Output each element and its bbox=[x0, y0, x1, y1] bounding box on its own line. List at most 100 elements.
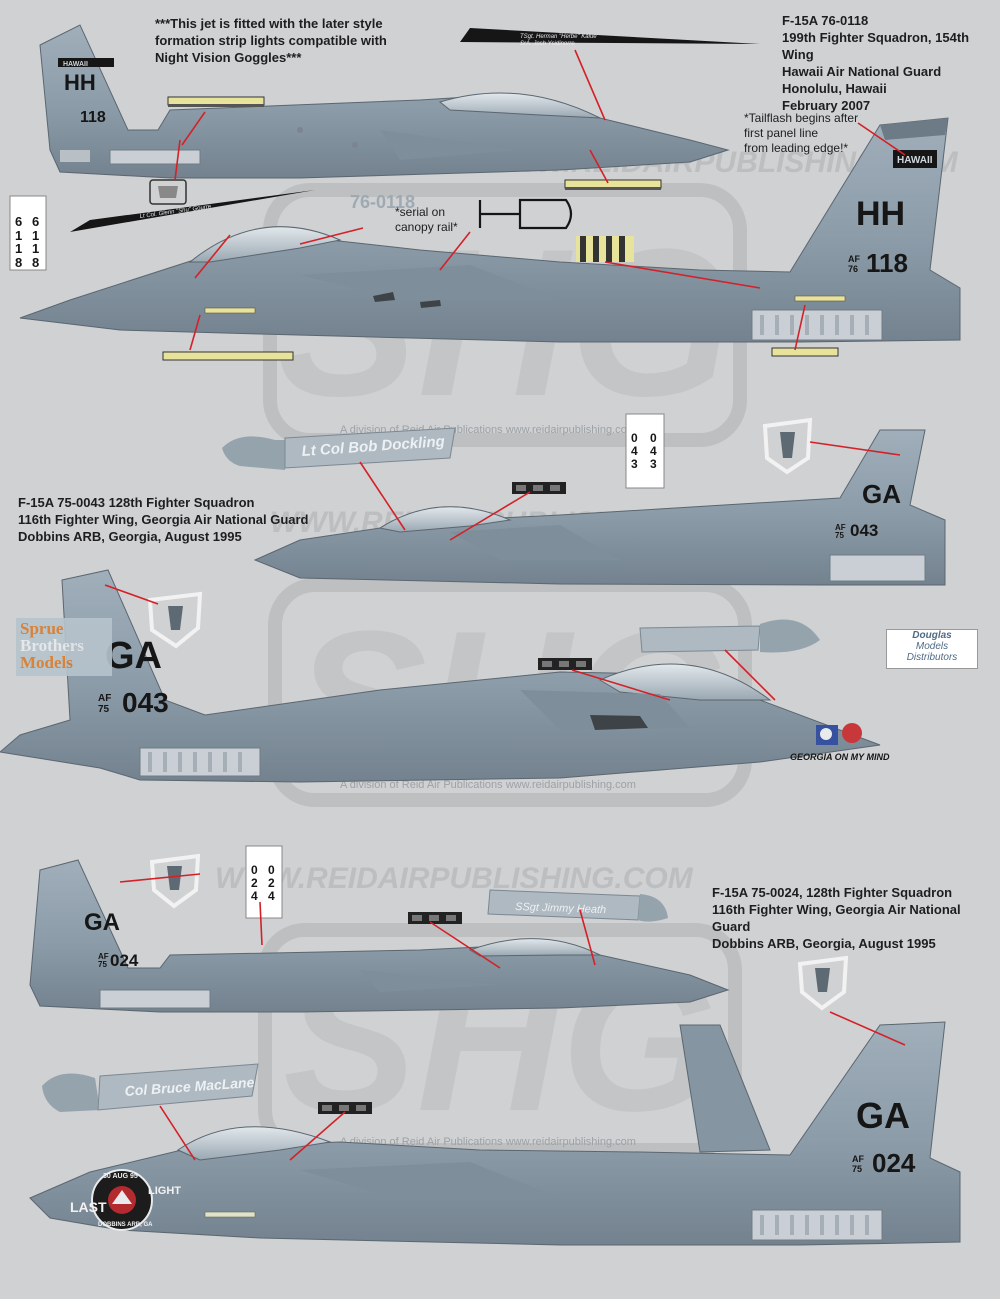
svg-text:0: 0 bbox=[268, 863, 275, 877]
svg-text:4: 4 bbox=[251, 889, 258, 903]
svg-text:3: 3 bbox=[650, 457, 657, 471]
sprue-line3: Models bbox=[20, 653, 73, 672]
jet-1-canopy-serial: 76-0118 bbox=[350, 192, 415, 212]
formation-strip-5 bbox=[162, 351, 294, 361]
svg-text:3: 3 bbox=[631, 457, 638, 471]
jet-3-callouts bbox=[119, 873, 906, 1161]
svg-text:6: 6 bbox=[15, 214, 22, 229]
jet-3-nose-title: LAST bbox=[70, 1199, 107, 1215]
sprue-brothers-badge: Sprue Brothers Models bbox=[16, 618, 112, 676]
jet-3-small-tail-code: GA bbox=[84, 909, 120, 936]
jet-2-nose-art-text: GEORGIA ON MY MIND bbox=[790, 752, 890, 762]
jet-1-caption: F-15A 76-0118 199th Fighter Squadron, 15… bbox=[782, 13, 970, 113]
svg-text:AF: AF bbox=[98, 693, 111, 704]
jet-2-small-serial: 043 bbox=[850, 521, 878, 540]
jet-1-nvg-note: ***This jet is fitted with the later sty… bbox=[155, 16, 387, 65]
svg-text:AF: AF bbox=[835, 523, 846, 532]
jet-1-state-crest bbox=[149, 179, 187, 205]
sprue-line2: Brothers bbox=[20, 636, 84, 655]
jet-1-small-serial: 118 bbox=[80, 109, 106, 126]
jet-3-nose-title-2: LIGHT bbox=[148, 1185, 181, 1197]
jet-1-small-profile: HAWAII HH 118 bbox=[39, 24, 730, 179]
svg-text:0: 0 bbox=[650, 431, 657, 445]
jet-2-small-profile: GA 043 AF 75 bbox=[253, 429, 946, 586]
jet-2-large-stencils bbox=[538, 658, 592, 670]
jet-1-small-tail-code: HH bbox=[64, 70, 96, 95]
formation-strip-2 bbox=[168, 104, 264, 107]
jet-1-large-profile: HAWAII HH 118 AF 76 bbox=[19, 117, 961, 343]
url-watermark-3: WWW.REIDAIRPUBLISHING.COM bbox=[215, 862, 694, 895]
svg-text:0: 0 bbox=[251, 863, 258, 877]
sprue-line1: Sprue bbox=[20, 619, 64, 638]
svg-text:4: 4 bbox=[268, 889, 275, 903]
jet-2-large-tail-code: GA bbox=[105, 635, 162, 677]
tailflash-stripes bbox=[576, 236, 634, 262]
jet-3-large-tail-code: GA bbox=[856, 1095, 910, 1136]
svg-text:8: 8 bbox=[15, 255, 22, 270]
jet-1-small-tail-band: HAWAII bbox=[63, 61, 88, 68]
jet-2-large-crest bbox=[147, 591, 203, 649]
svg-text:6: 6 bbox=[32, 214, 39, 229]
jet-1-canopy-rail-note: *serial on canopy rail* bbox=[395, 205, 458, 234]
douglas-line3: Distributors bbox=[906, 652, 958, 663]
formation-strip-1 bbox=[167, 96, 265, 106]
svg-text:4: 4 bbox=[650, 444, 657, 458]
jet-1-large-serial: 118 bbox=[866, 248, 908, 278]
jet-3-caption: F-15A 75-0024, 128th Fighter Squadron 11… bbox=[712, 885, 961, 951]
jet-2-eagle-panel-right bbox=[639, 619, 820, 653]
jet-1-tailflash-note: *Tailflash begins after first panel line… bbox=[744, 111, 859, 155]
svg-text:1: 1 bbox=[32, 241, 39, 256]
jet-3-pilot-eagle-panel: Col Bruce MacLane bbox=[42, 1063, 259, 1112]
svg-text:1: 1 bbox=[15, 228, 22, 243]
douglas-line1: Douglas bbox=[912, 630, 952, 641]
svg-text:75: 75 bbox=[835, 531, 844, 540]
svg-text:2: 2 bbox=[268, 876, 275, 890]
svg-text:75: 75 bbox=[98, 960, 107, 969]
jet-3-nose-base: DOBBINS ARB, GA bbox=[98, 1222, 153, 1228]
svg-text:1: 1 bbox=[15, 241, 22, 256]
jet-2-large-profile: GA 043 AF 75 bbox=[0, 569, 881, 783]
jet-3-small-profile: GA 024 AF 75 bbox=[29, 859, 730, 1013]
jet-2-small-tail-code: GA bbox=[862, 479, 901, 509]
svg-text:2: 2 bbox=[251, 876, 258, 890]
division-note-2: A division of Reid Air Publications www.… bbox=[340, 779, 636, 791]
formation-strip-6 bbox=[771, 347, 839, 357]
jet-1-crew-name-2: SrA. Josh Ysidinorre bbox=[520, 41, 575, 47]
jet-2-unit-crest bbox=[762, 417, 813, 475]
jet-2-serial-tag: 0 4 3 0 4 3 bbox=[625, 413, 665, 489]
jet-1-callouts bbox=[174, 49, 906, 351]
jet-2-eagle-name-panel: Lt Col Bob Dockling bbox=[222, 427, 456, 470]
jet-3-nose-date: 30 AUG 95 bbox=[103, 1173, 138, 1180]
jet-3-eagle-name-panel: SSgt Jimmy Heath bbox=[487, 889, 668, 922]
division-note-3: A division of Reid Air Publications www.… bbox=[340, 1136, 636, 1148]
jet-2-callouts bbox=[104, 441, 901, 701]
jet-3-small-stencils bbox=[408, 912, 462, 924]
svg-text:4: 4 bbox=[631, 444, 638, 458]
jet-1-canopy-name-strip bbox=[460, 28, 760, 44]
jet-1-crew-name-1: TSgt. Herman "Herbe" Kalue bbox=[520, 34, 597, 40]
jet-3-crew-name: SSgt Jimmy Heath bbox=[515, 901, 606, 916]
svg-text:1: 1 bbox=[32, 228, 39, 243]
jet-1-pilot-name-strip bbox=[70, 190, 315, 232]
jet-3-small-serial: 024 bbox=[110, 951, 139, 970]
jet-3-large-profile: GA 024 AF 75 bbox=[29, 1021, 961, 1246]
jet-3-large-serial: 024 bbox=[872, 1148, 916, 1178]
svg-text:75: 75 bbox=[98, 704, 110, 715]
jet-3-large-stencils bbox=[318, 1102, 372, 1114]
jet-1-serial-tag: 6 1 1 8 6 1 1 8 bbox=[9, 195, 47, 271]
svg-text:0: 0 bbox=[631, 431, 638, 445]
jet-1-large-tail-band: HAWAII bbox=[897, 155, 933, 166]
svg-text:AF: AF bbox=[98, 952, 109, 961]
formation-strip-4 bbox=[565, 187, 661, 190]
jet-1-large-serial-prefix: AF bbox=[848, 254, 860, 264]
jet-2-small-stencils bbox=[512, 482, 566, 494]
svg-text:75: 75 bbox=[852, 1164, 862, 1174]
jet-1-large-tail-code: HH bbox=[856, 195, 905, 233]
jet-3-serial-tag: 0 2 4 0 2 4 bbox=[245, 845, 283, 919]
svg-text:8: 8 bbox=[32, 255, 39, 270]
douglas-line2: Models bbox=[915, 641, 949, 652]
jet-3-large-crest bbox=[797, 955, 849, 1011]
formation-strip-3 bbox=[564, 179, 662, 189]
